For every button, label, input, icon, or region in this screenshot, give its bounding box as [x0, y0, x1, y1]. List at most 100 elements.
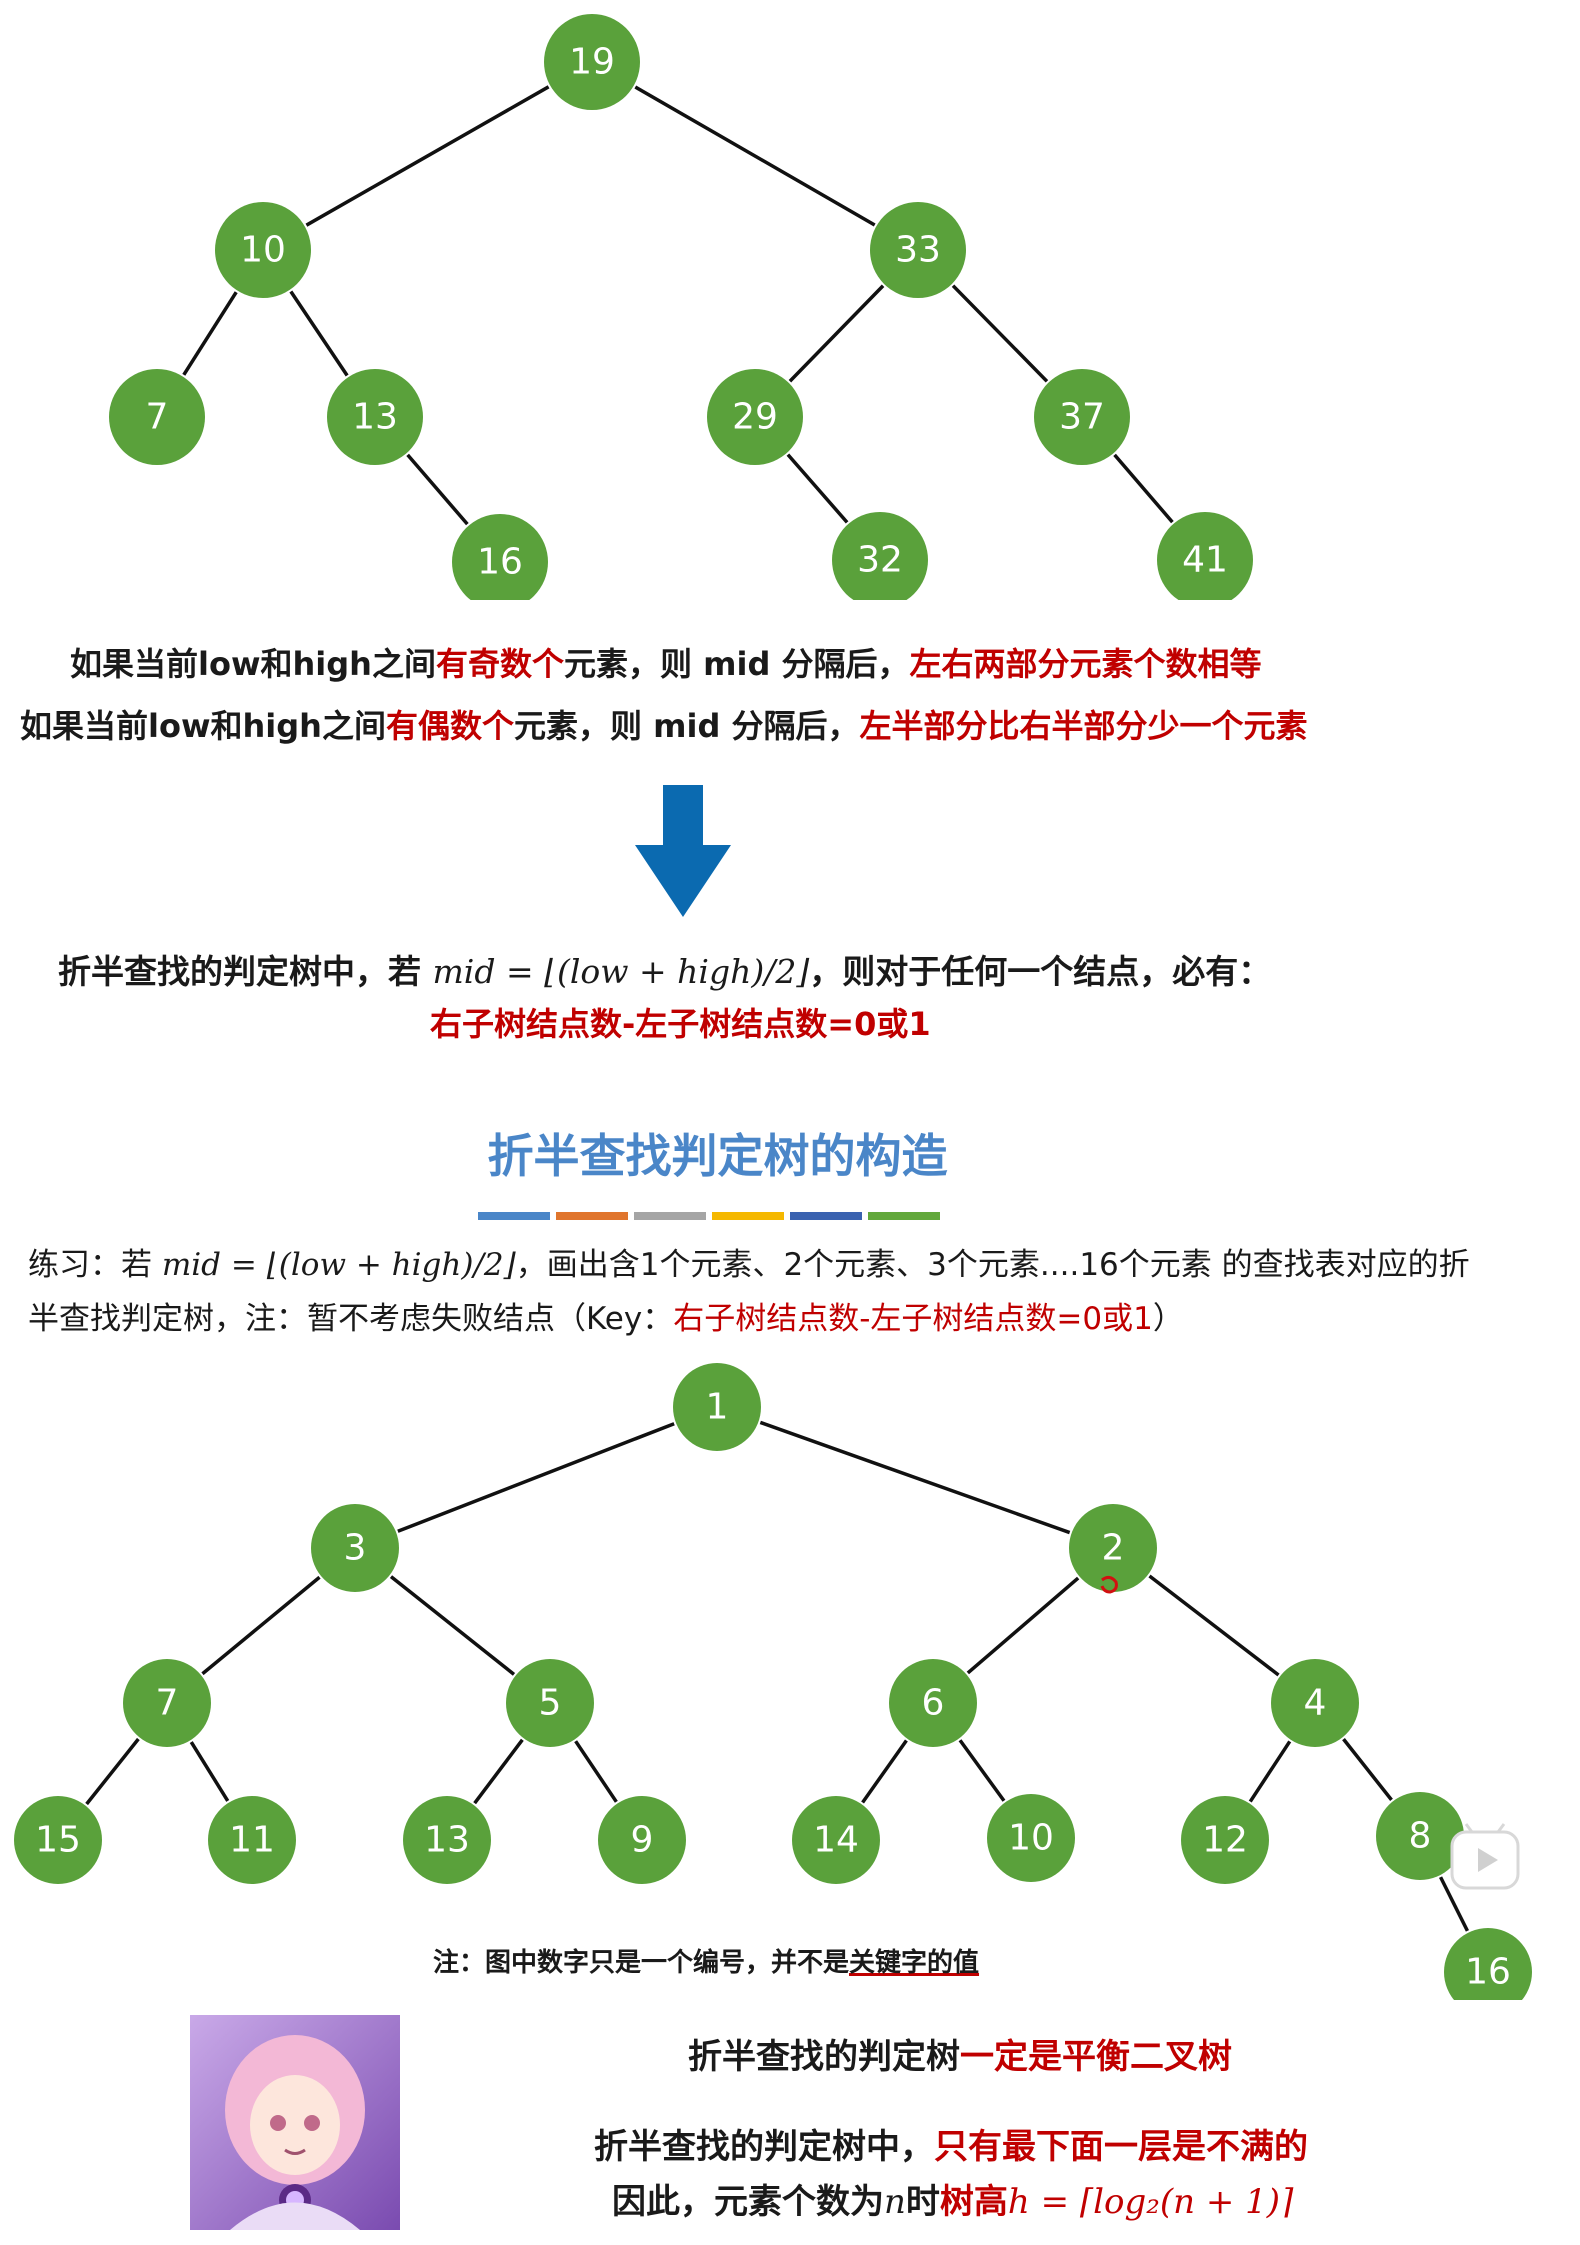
tree-node-11: 11 — [208, 1796, 296, 1884]
tree-node-16: 16 — [452, 514, 548, 600]
tree-edge — [473, 1738, 524, 1805]
tree-node-label: 13 — [352, 397, 398, 438]
tree-edge — [85, 1737, 140, 1806]
tree-node-10: 10 — [987, 1794, 1075, 1882]
tree-node-label: 2 — [1102, 1528, 1125, 1569]
tree-node-label: 4 — [1304, 1683, 1327, 1724]
down-arrow-icon — [635, 785, 731, 917]
decision-tree-rule-result: 右子树结点数-左子树结点数=0或1 — [430, 1005, 931, 1043]
tree-node-label: 1 — [706, 1387, 729, 1428]
color-bar-segment — [556, 1212, 628, 1220]
tree-node-1: 1 — [673, 1363, 761, 1451]
tree-edge — [786, 453, 849, 524]
tree-edge — [759, 1420, 1071, 1535]
tree-edge — [397, 1422, 675, 1533]
tree-node-2: 2 — [1069, 1504, 1157, 1592]
tree-edge — [574, 1740, 618, 1803]
tree-node-label: 33 — [895, 230, 941, 271]
tree-node-14: 14 — [792, 1796, 880, 1884]
tree-node-12: 12 — [1181, 1796, 1269, 1884]
tree-node-label: 32 — [857, 540, 903, 581]
play-icon[interactable] — [1448, 1822, 1524, 1894]
tree-node-3: 3 — [311, 1504, 399, 1592]
tree-edge — [389, 1575, 516, 1676]
tree-edge — [305, 85, 550, 227]
tree-edge — [966, 1576, 1080, 1675]
tree-edge — [861, 1739, 908, 1804]
tree-edge — [1148, 1574, 1280, 1677]
conclusion-height: 因此，元素个数为n时树高h = ⌈log₂(n + 1)⌉ — [612, 2182, 1294, 2222]
tree-node-label: 15 — [35, 1820, 81, 1861]
tree-node-label: 10 — [1008, 1818, 1054, 1859]
tree-node-13: 13 — [403, 1796, 491, 1884]
tree-node-9: 9 — [598, 1796, 686, 1884]
tree-node-32: 32 — [832, 512, 928, 600]
tree-node-label: 16 — [1465, 1952, 1511, 1993]
tree-node-15: 15 — [14, 1796, 102, 1884]
handwritten-mark — [1100, 1575, 1118, 1594]
tree-edge — [958, 1739, 1006, 1802]
conclusion-last-level: 折半查找的判定树中，只有最下面一层是不满的 — [594, 2127, 1308, 2167]
tree-edge — [788, 284, 885, 383]
even-count-statement: 如果当前low和high之间有偶数个元素，则 mid 分隔后，左半部分比右半部分… — [20, 707, 1308, 745]
tree-node-label: 7 — [156, 1683, 179, 1724]
tree-node-37: 37 — [1034, 369, 1130, 465]
practice-line-2: 半查找判定树，注：暂不考虑失败结点（Key：右子树结点数-左子树结点数=0或1） — [28, 1301, 1184, 1337]
tree-edge — [951, 284, 1049, 383]
tree-node-label: 29 — [732, 397, 778, 438]
tree-node-label: 16 — [477, 542, 523, 583]
tree-node-29: 29 — [707, 369, 803, 465]
tree-node-label: 13 — [424, 1820, 470, 1861]
tree-node-4: 4 — [1271, 1659, 1359, 1747]
odd-count-statement: 如果当前low和high之间有奇数个元素，则 mid 分隔后，左右两部分元素个数… — [70, 645, 1262, 683]
heading-color-bar — [478, 1212, 940, 1220]
tree-node-label: 41 — [1182, 540, 1228, 581]
tree-node-label: 5 — [539, 1683, 562, 1724]
section-heading: 折半查找判定树的构造 — [487, 1129, 948, 1183]
tree-edge — [182, 291, 238, 376]
tree-edge — [289, 290, 349, 377]
tree-node-6: 6 — [889, 1659, 977, 1747]
tree-node-16: 16 — [1444, 1928, 1532, 2000]
tree-node-label: 14 — [813, 1820, 859, 1861]
tree-node-label: 12 — [1202, 1820, 1248, 1861]
tree-node-label: 8 — [1409, 1816, 1432, 1857]
tree-edge — [1342, 1738, 1393, 1801]
practice-line-1: 练习：若 mid = ⌊(low + high)/2⌋，画出含1个元素、2个元素… — [28, 1247, 1470, 1283]
tree-node-label: 6 — [922, 1683, 945, 1724]
color-bar-segment — [634, 1212, 706, 1220]
tree-edge — [189, 1741, 230, 1802]
tree-node-13: 13 — [327, 369, 423, 465]
tree-note: 注：图中数字只是一个编号，并不是关键字的值 — [433, 1948, 980, 1978]
tree-node-label: 11 — [229, 1820, 275, 1861]
tree-node-5: 5 — [506, 1659, 594, 1747]
tree-node-41: 41 — [1157, 512, 1253, 600]
color-bar-segment — [712, 1212, 784, 1220]
tree-edge — [1248, 1740, 1292, 1803]
binary-tree-example: 19 10 33 7 13 29 37 16 32 41 — [109, 14, 1253, 600]
tree-node-label: 3 — [344, 1528, 367, 1569]
tree-edge — [1439, 1876, 1469, 1932]
color-bar-segment — [478, 1212, 550, 1220]
tree-edge — [634, 85, 876, 227]
decision-tree-rule: 折半查找的判定树中，若 mid = ⌊(low + high)/2⌋，则对于任何… — [58, 952, 1272, 991]
tree-node-10: 10 — [215, 202, 311, 298]
color-bar-segment — [868, 1212, 940, 1220]
tree-node-label: 7 — [146, 397, 169, 438]
tree-edge — [1113, 453, 1174, 524]
tree-node-label: 37 — [1059, 397, 1105, 438]
tree-node-7: 7 — [123, 1659, 211, 1747]
avatar-illustration — [190, 2015, 400, 2230]
tree-node-label: 9 — [631, 1820, 654, 1861]
color-bar-segment — [790, 1212, 862, 1220]
tree-node-label: 10 — [240, 230, 286, 271]
conclusion-balanced: 折半查找的判定树一定是平衡二叉树 — [688, 2037, 1232, 2077]
tree-edge — [406, 453, 469, 526]
tree-node-33: 33 — [870, 202, 966, 298]
tree-node-19: 19 — [544, 14, 640, 110]
tree-edge — [201, 1575, 321, 1676]
tree-node-7: 7 — [109, 369, 205, 465]
tree-node-8: 8 — [1376, 1792, 1464, 1880]
tree-node-label: 19 — [569, 42, 615, 83]
